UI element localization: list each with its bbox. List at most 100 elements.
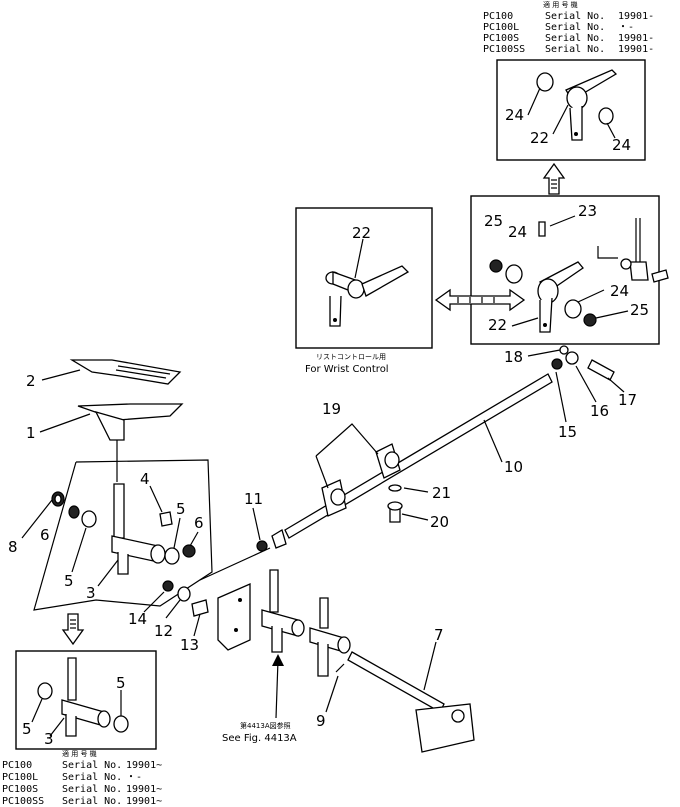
callout-5: 5: [116, 674, 126, 692]
leader: [165, 599, 181, 619]
serial-model: PC100: [2, 760, 32, 771]
bushing: [598, 107, 614, 125]
leader: [607, 377, 625, 393]
bushing: [113, 715, 129, 733]
serial-model: PC100S: [2, 784, 38, 795]
lever-shaft: [269, 569, 279, 613]
leader: [549, 215, 576, 227]
callout-5: 5: [64, 572, 74, 590]
hole: [543, 323, 547, 327]
shaft-end-parts: 18 15 16 17: [504, 345, 637, 441]
callout-24: 24: [505, 106, 524, 124]
axis-line: [199, 547, 271, 581]
joint: [271, 529, 287, 549]
leader: [597, 246, 618, 259]
arm: [329, 295, 342, 327]
nut-16: [565, 351, 579, 365]
arm: [569, 106, 583, 141]
lever-shaft: [319, 597, 329, 629]
leader: [483, 419, 503, 463]
boss: [347, 279, 365, 299]
tread: [117, 365, 171, 375]
pedal-plate: [77, 403, 184, 421]
ring: [583, 313, 597, 327]
boss: [566, 86, 588, 110]
callout-15: 15: [558, 423, 577, 441]
tread: [115, 369, 167, 379]
callout-3: 3: [86, 584, 96, 602]
callout-22: 22: [530, 129, 549, 147]
serial-model: PC100: [483, 11, 513, 22]
pin-9: [335, 663, 345, 673]
pedal-bracket: [94, 410, 125, 441]
callout-6: 6: [194, 514, 204, 532]
tube-end: [97, 710, 111, 728]
serial-label: Serial No.: [545, 44, 605, 55]
bracket: [217, 583, 251, 651]
callout-14: 14: [128, 610, 147, 628]
serial-label: Serial No.: [545, 11, 605, 22]
leader: [252, 507, 261, 541]
callout-25: 25: [630, 301, 649, 319]
callout-24: 24: [612, 136, 631, 154]
callout-4: 4: [140, 470, 150, 488]
leader: [555, 371, 567, 423]
serial-value: 19901-: [618, 11, 654, 22]
bolt: [191, 599, 209, 617]
arrowhead: [272, 654, 284, 666]
serial-model: PC100L: [2, 772, 38, 783]
leader: [527, 87, 541, 116]
tube-end: [150, 544, 166, 564]
pedal-hole: [451, 709, 465, 723]
grease-fitting: [159, 511, 173, 527]
serial-value: 19901-: [618, 33, 654, 44]
bushing: [564, 299, 582, 319]
callout-8: 8: [8, 538, 18, 556]
arm: [539, 297, 553, 333]
shaft: [113, 483, 125, 539]
leader: [423, 641, 437, 691]
detail-box-right: 25 24 23 24 25 22: [470, 195, 669, 345]
tube-end: [291, 619, 305, 637]
grease-fitting: [538, 221, 546, 237]
bushing: [536, 72, 554, 92]
wrist-control-box: 22 リストコントロール用 For Wrist Control: [295, 207, 433, 375]
serial-model: PC100L: [483, 22, 519, 33]
serial-model: PC100S: [483, 33, 519, 44]
callout-6: 6: [40, 526, 50, 544]
pedal-2: 2: [26, 359, 182, 390]
bushing: [37, 682, 53, 700]
pedal-1: 1: [26, 403, 184, 482]
bracket-19: [315, 423, 379, 457]
leader: [149, 485, 163, 513]
washer-15: [551, 358, 563, 370]
callout-12: 12: [154, 622, 173, 640]
callout-1: 1: [26, 424, 36, 442]
leader: [552, 104, 569, 135]
serial-label: Serial No.: [62, 760, 122, 771]
leader: [403, 487, 429, 493]
lever-arm: [117, 552, 129, 575]
callout-3: 3: [44, 730, 54, 748]
bolt-17: [587, 359, 615, 381]
serial-value: 19901~: [126, 760, 162, 771]
leader: [315, 455, 329, 489]
callout-16: 16: [590, 402, 609, 420]
leader: [511, 317, 539, 327]
callout-19: 19: [322, 400, 341, 418]
arrow-down-icon: [61, 613, 85, 646]
callout-21: 21: [432, 484, 451, 502]
hole: [333, 318, 337, 322]
left-assembly: 8 6 5 3 4 5 6: [8, 459, 213, 611]
leader: [325, 675, 339, 713]
callout-9: 9: [316, 712, 326, 730]
hole: [234, 628, 238, 632]
bracket-plate: [361, 265, 410, 297]
leader: [143, 591, 165, 613]
leader: [173, 517, 181, 549]
callout-11: 11: [244, 490, 263, 508]
leader: [189, 531, 199, 547]
clamp-boss: [330, 488, 346, 506]
serial-value: 19901~: [126, 784, 162, 795]
shaft-10: [284, 373, 553, 539]
